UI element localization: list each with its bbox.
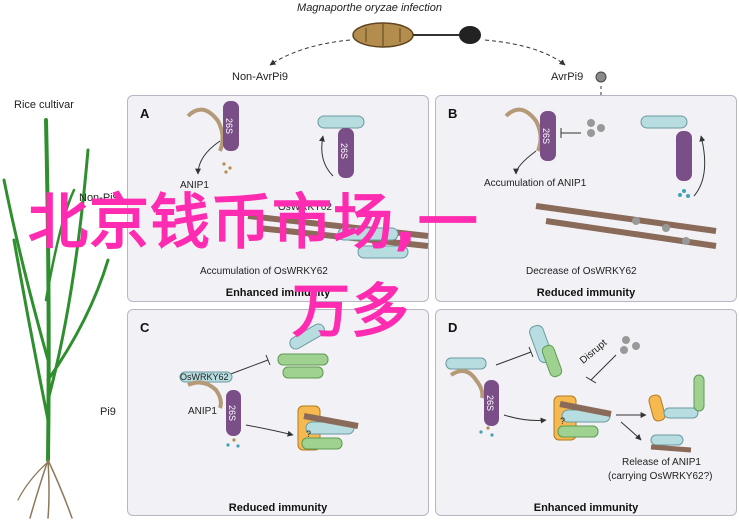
rice-plant-icon: [2, 118, 110, 519]
panel-d-release-note: (carrying OsWRKY62?): [608, 471, 713, 482]
svg-text:26S: 26S: [485, 395, 495, 411]
row-label-pi9: Pi9: [100, 406, 116, 418]
panel-b-letter: B: [448, 106, 458, 121]
panel-b-accumulation-label: Accumulation of ANIP1: [484, 178, 587, 189]
panel-a-wrky-label: OsWRKY62: [278, 202, 332, 213]
overlay-text-line2: 万多: [292, 277, 411, 345]
panel-c-wrky-label: OsWRKY62: [180, 372, 229, 382]
svg-text:?: ?: [560, 416, 565, 426]
branch-arrow-right: [484, 39, 566, 66]
svg-text:26S: 26S: [541, 128, 551, 144]
svg-text:?: ?: [306, 429, 311, 439]
avrpi9-effector-icon: [595, 71, 607, 83]
panel-d-letter: D: [448, 320, 458, 335]
svg-text:26S: 26S: [227, 405, 237, 421]
branch-arrow-left: [269, 39, 351, 66]
panel-c-letter: C: [140, 320, 150, 335]
panel-c-footer: Reduced immunity: [228, 502, 328, 514]
panel-b-decrease-label: Decrease of OsWRKY62: [526, 266, 637, 277]
branch-label-non-avrpi9: Non-AvrPi9: [232, 71, 289, 83]
panel-c: C 26S ? OsWRKY62 ANIP1 Reduced immunity: [127, 309, 429, 516]
overlay-text-line1: 北京钱币市场,一: [28, 188, 479, 258]
proteasome-icon: [223, 101, 239, 151]
panel-a-accumulation-label: Accumulation of OsWRKY62: [200, 266, 328, 277]
panel-a: A 26S 26S ANIP1 OsWRKY62 Accumulation of…: [127, 95, 429, 302]
panel-a-anip1-label: ANIP1: [180, 180, 209, 191]
panel-d-release-label: Release of ANIP1: [622, 457, 701, 468]
svg-text:26S: 26S: [224, 118, 234, 134]
panel-a-letter: A: [140, 106, 150, 121]
fungus-spore-icon: [352, 22, 481, 48]
diagram-title: Magnaporthe oryzae infection: [297, 2, 442, 14]
branch-label-avrpi9: AvrPi9: [551, 71, 584, 83]
rice-cultivar-label: Rice cultivar: [14, 99, 74, 111]
panel-b-footer: Reduced immunity: [536, 287, 636, 299]
svg-text:26S: 26S: [339, 143, 349, 159]
panel-a-footer: Enhanced immunity: [225, 287, 331, 299]
panel-c-anip1-label: ANIP1: [188, 406, 217, 417]
row-label-non-pi9: Non-Pi9: [79, 192, 119, 204]
panel-d: D 26S ? Disrupt Release: [435, 309, 737, 516]
panel-b: B 26S Accumulation of ANIP1 Decrease of …: [435, 95, 737, 302]
panel-d-footer: Enhanced immunity: [533, 502, 639, 514]
